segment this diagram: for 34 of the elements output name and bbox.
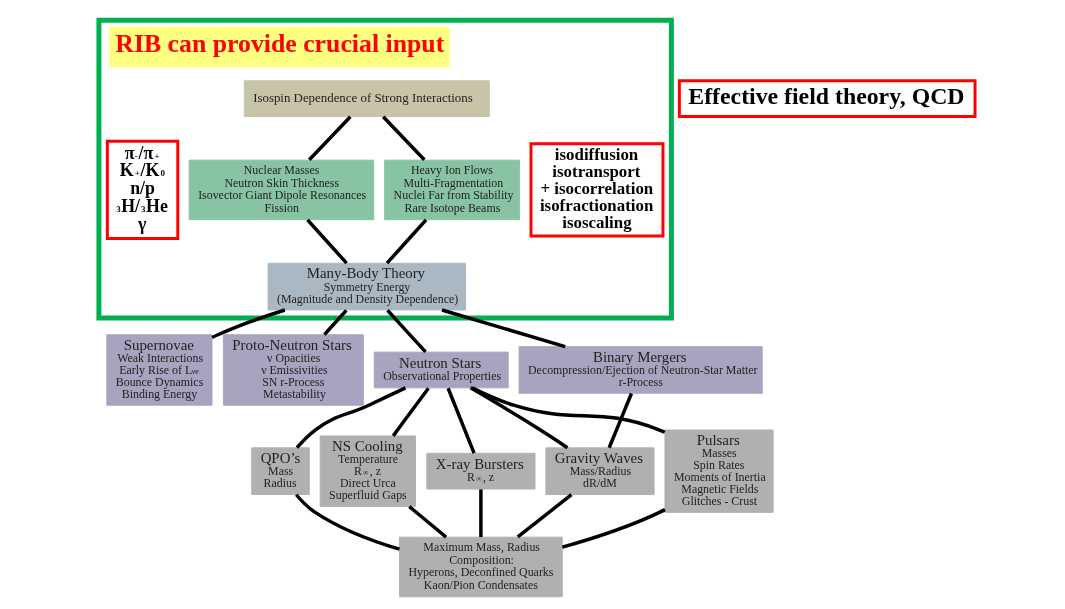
node-box: Nuclear Masses Neutron Skin Thickness Isovector Giant Dipole Resonances Fission [188, 159, 374, 221]
connector [516, 493, 573, 539]
node-box: Supernovae Weak Interactions Early Rise of Lνe Bounce Dynamics Binding Energy [105, 334, 212, 406]
connector [381, 115, 426, 161]
node-box: QPO’s Mass Radius [250, 447, 310, 495]
connector [478, 489, 483, 538]
connector [607, 392, 633, 449]
node-box: Maximum Mass, Radius Composition: Hyperons, Deconfined Quarks Kaon/Pion Condensates [398, 536, 563, 598]
node-box: Isospin Dependence of Strong Interactions [243, 80, 490, 117]
connector [294, 493, 400, 551]
connector [391, 387, 430, 437]
node-box: Gravity Waves Mass/Radius dR/dM [544, 447, 655, 495]
connector [385, 309, 427, 354]
connector [470, 386, 665, 434]
node-box: π-/π+ K+/K0 n/p 3H/3He γ [105, 139, 179, 240]
node-box: NS Cooling Temperature R∞, z Direct Urca Superfluid Gaps [319, 435, 416, 507]
connector [307, 115, 352, 161]
node-box: Binary Mergers Decompression/Ejection of Neutron-Star Matter r-Process [518, 346, 763, 394]
node-box: Many-Body Theory Symmetry Energy (Magnitude and Density Dependence) [267, 262, 466, 311]
node-box: Effective field theory, QCD [677, 79, 976, 118]
connector [469, 386, 568, 450]
node-box: Pulsars Masses Spin Rates Moments of Inertia Magnetic Fields Glitches - Crust [663, 429, 774, 513]
connector [305, 218, 348, 265]
connector [561, 508, 666, 549]
connector [295, 386, 406, 449]
node-box: X-ray Bursters R∞, z [425, 452, 535, 490]
connector [446, 387, 476, 454]
node-box: Proto-Neutron Stars ν Opacities ν Emissivities SN r-Process Metastability [222, 334, 364, 406]
node-box: Heavy Ion Flows Multi-Fragmentation Nuclei Far from Stability Rare Isotope Beams [383, 159, 520, 221]
connector [407, 505, 447, 539]
connector [441, 308, 566, 349]
connector [385, 218, 427, 265]
node-box: isodiffusion isotransport + isocorrelation isofractionation isoscaling [529, 142, 664, 238]
node-box: Neutron Stars Observational Properties [373, 351, 509, 389]
